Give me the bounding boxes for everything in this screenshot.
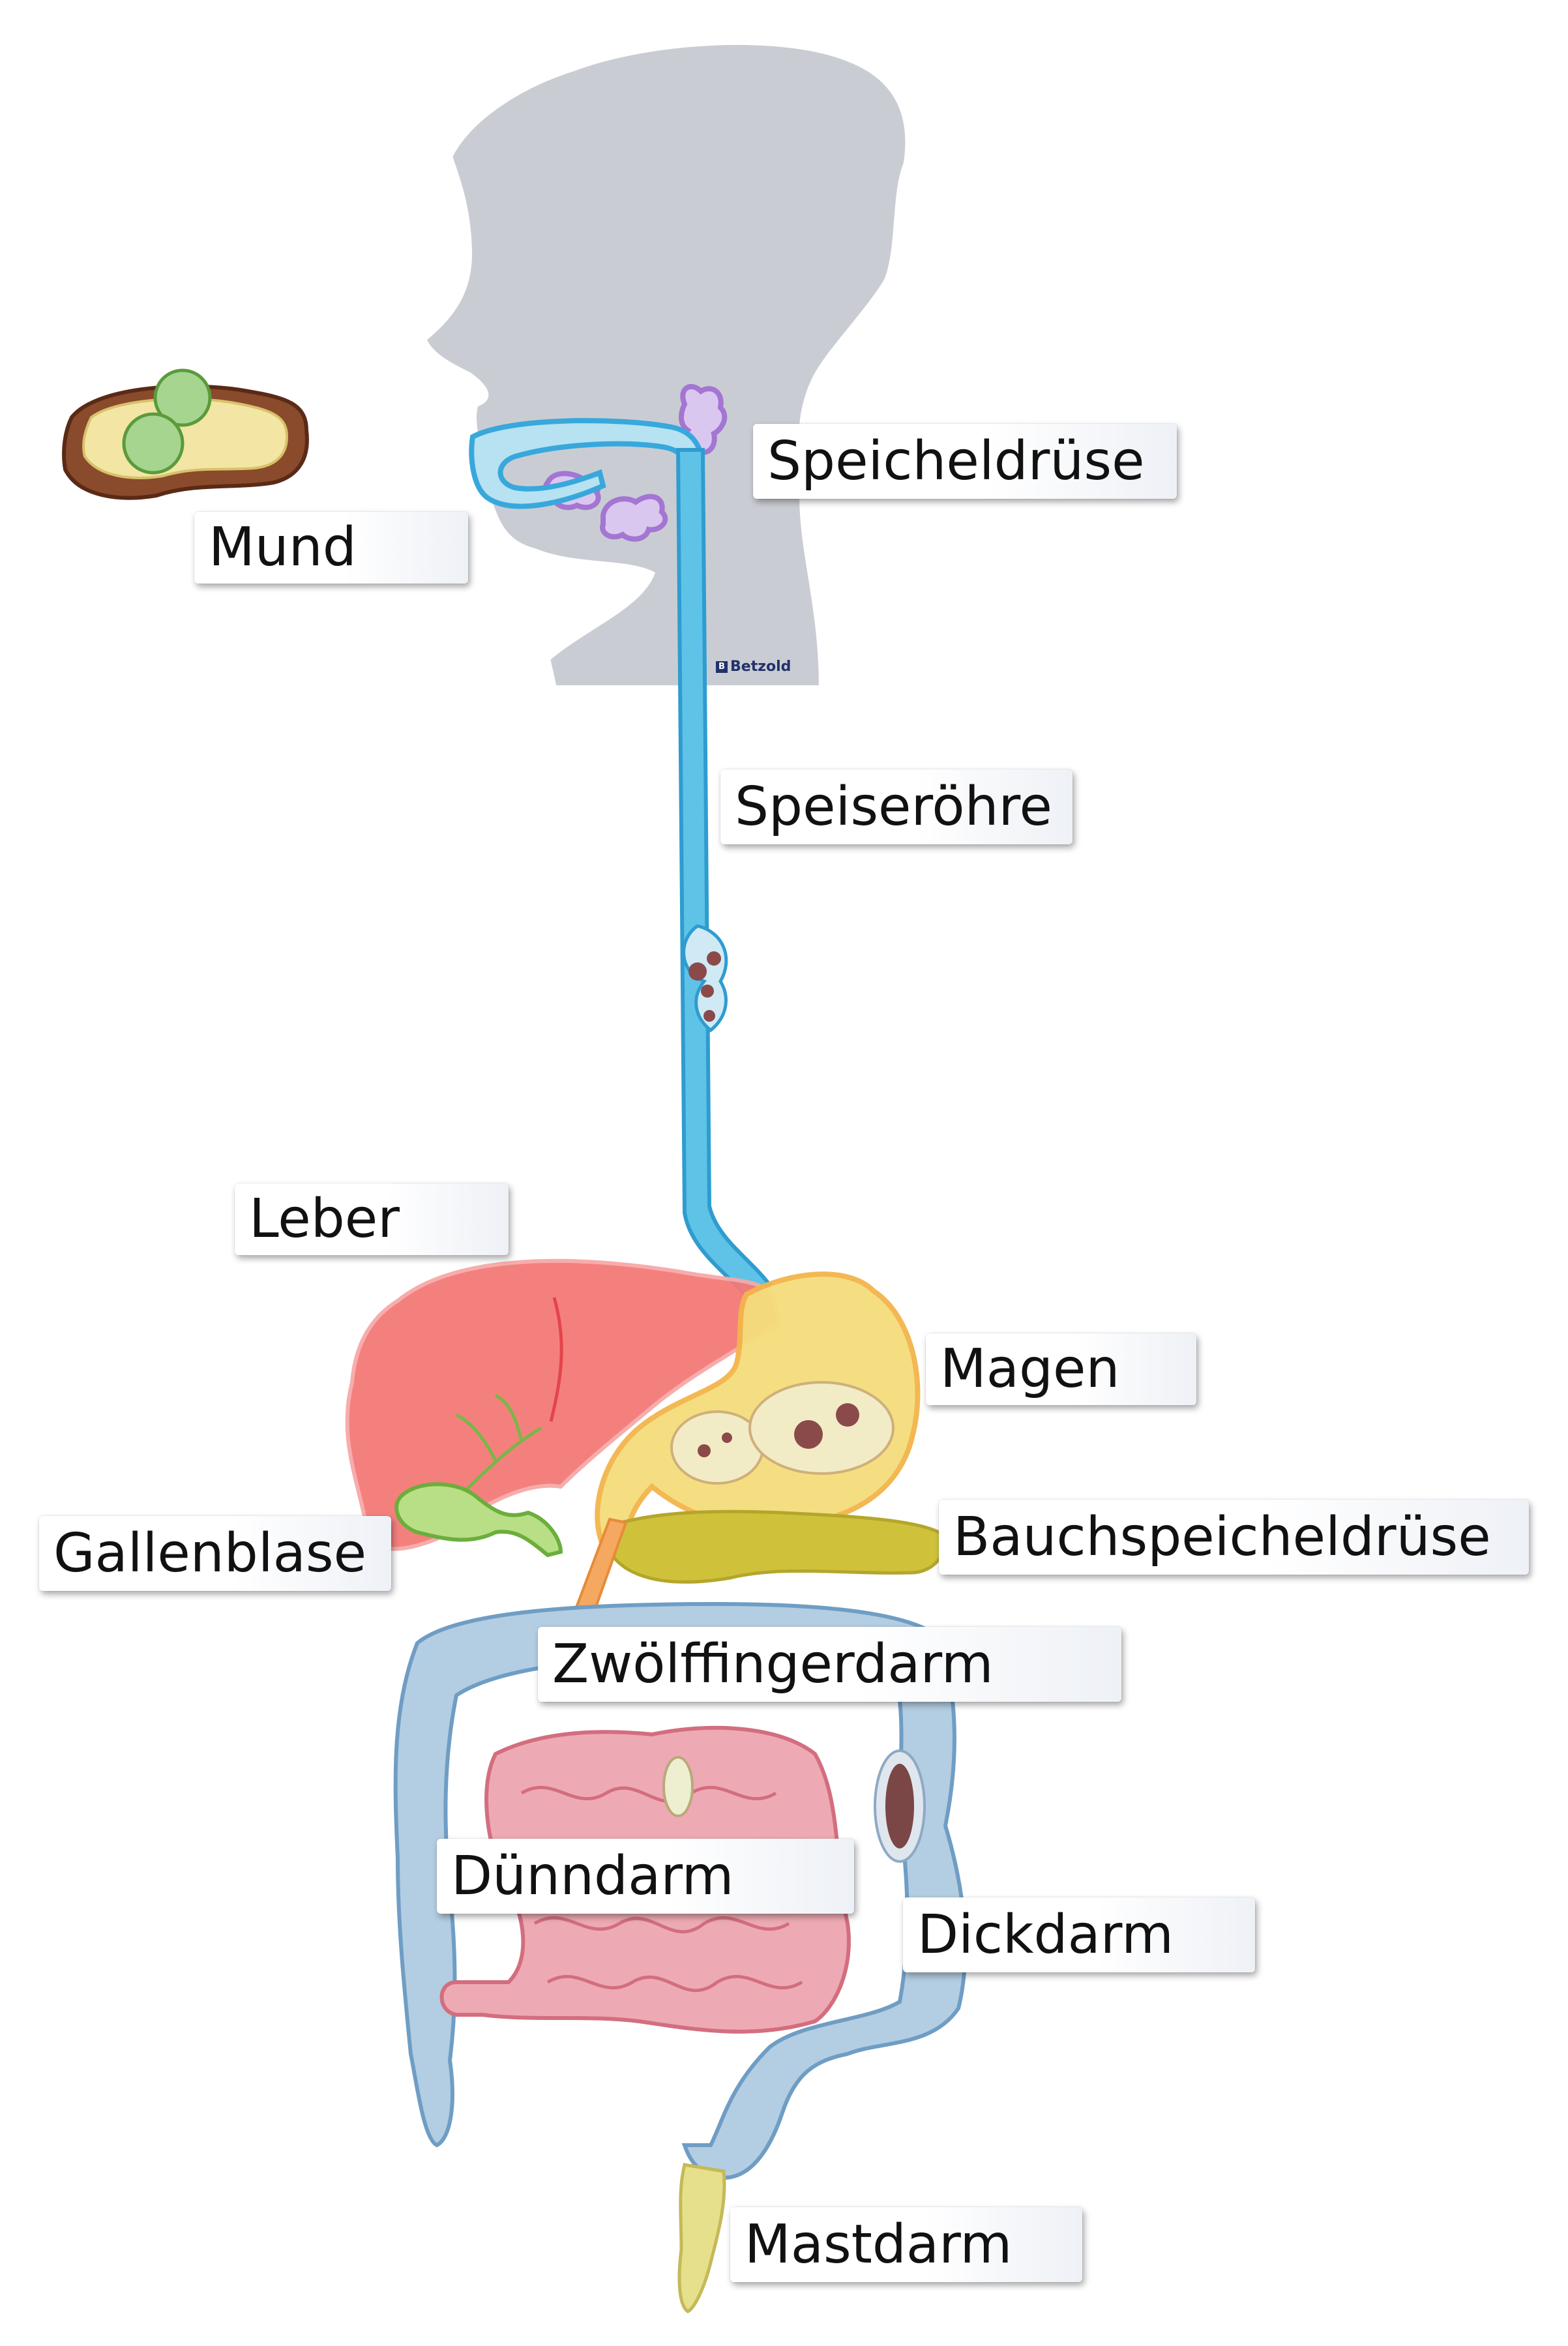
stomach-food-piece <box>698 1444 711 1457</box>
rectum <box>677 2163 726 2313</box>
stomach-food-pocket <box>748 1381 895 1475</box>
label-duenndarm: Dünndarm <box>437 1839 854 1914</box>
brand-name: Betzold <box>730 659 791 675</box>
salivary-gland-middle <box>600 494 668 542</box>
label-leber: Leber <box>235 1183 509 1255</box>
liver-vein <box>549 1297 563 1422</box>
stomach-food-piece <box>794 1420 823 1449</box>
label-mastdarm: Mastdarm <box>730 2207 1082 2282</box>
gallbladder <box>394 1482 563 1558</box>
brand-logo: B Betzold <box>716 659 791 675</box>
brand-mark-icon: B <box>716 661 728 673</box>
food-bolus-piece <box>707 951 721 966</box>
label-speicheldruese: Speicheldrüse <box>753 424 1177 499</box>
label-mund: Mund <box>194 512 468 584</box>
pancreas <box>603 1509 946 1584</box>
stomach-food-piece <box>836 1403 859 1427</box>
label-gallenblase: Gallenblase <box>39 1516 391 1591</box>
label-zwoelffingerdarm: Zwölffingerdarm <box>538 1627 1121 1702</box>
food-bolus-piece <box>701 985 714 998</box>
food-bolus-piece <box>688 962 707 981</box>
food-bolus-piece <box>703 1010 715 1022</box>
label-magen: Magen <box>926 1333 1196 1405</box>
label-bauchspeicheldruese: Bauchspeicheldrüse <box>939 1500 1529 1575</box>
label-dickdarm: Dickdarm <box>903 1897 1255 1972</box>
label-speiseroehre: Speiseröhre <box>720 769 1072 844</box>
stomach-food-piece <box>722 1433 732 1443</box>
small-intestine-food <box>662 1756 694 1817</box>
bread-slice-icon <box>62 368 309 500</box>
large-intestine-feces <box>885 1764 914 1849</box>
head-silhouette <box>421 39 911 690</box>
mouth-cavity <box>469 418 704 509</box>
liver <box>345 1258 782 1551</box>
